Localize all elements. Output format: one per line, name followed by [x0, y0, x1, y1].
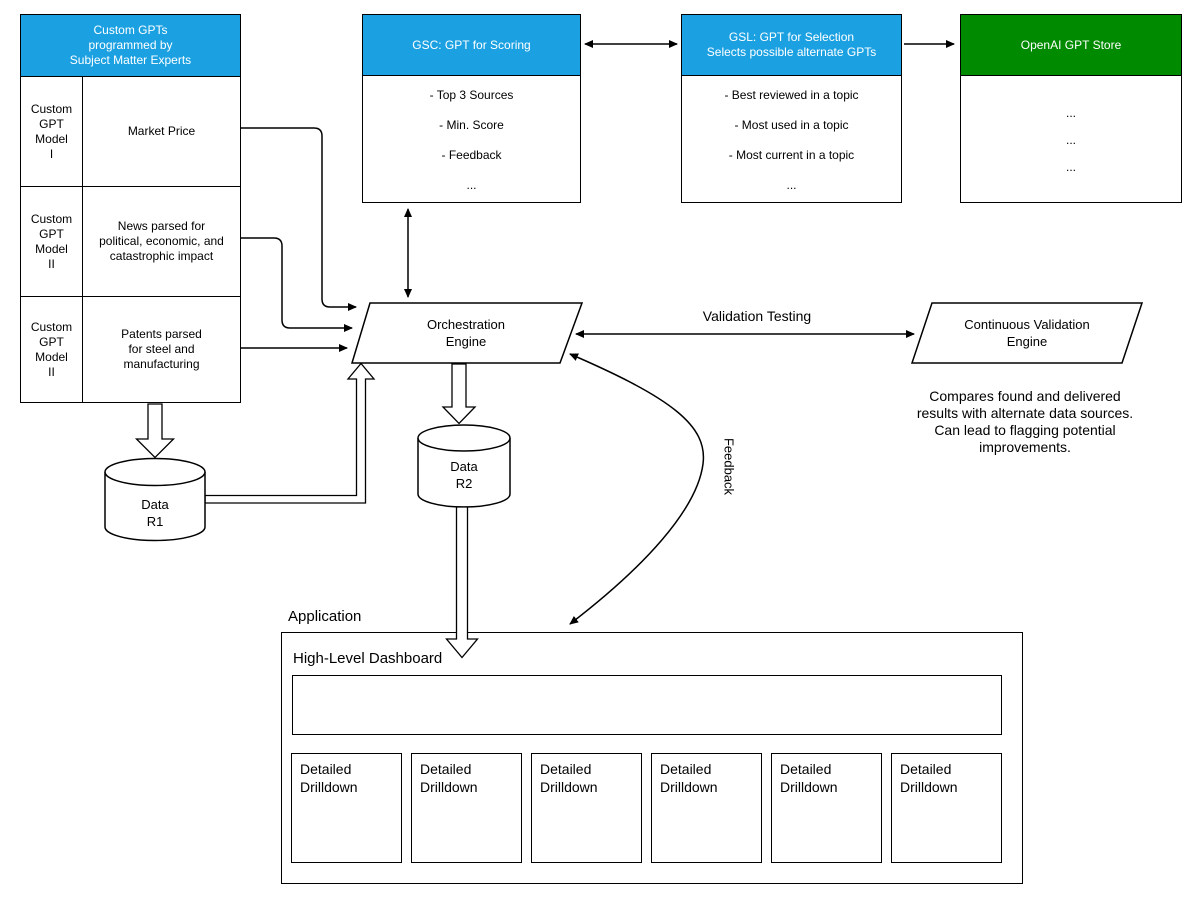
list-item: - Most used in a topic [734, 118, 849, 132]
list-item: - Top 3 Sources [429, 88, 514, 102]
list-item: - Most current in a topic [728, 148, 855, 162]
table-row: Custom GPT Model II Patents parsed for s… [21, 296, 240, 402]
gsl-selection-header: GSL: GPT for Selection Selects possible … [682, 15, 901, 76]
list-item: ... [1065, 159, 1076, 174]
data-r1-label: Data R1 [141, 497, 169, 529]
dashboard-panel [292, 675, 1002, 735]
list-item: ... [786, 178, 797, 192]
drilldown-panel: Detailed Drilldown [531, 753, 642, 863]
drilldown-label: Detailed Drilldown [540, 761, 598, 795]
drilldown-panel: Detailed Drilldown [291, 753, 402, 863]
gsc-scoring-box: GSC: GPT for Scoring - Top 3 Sources - M… [362, 14, 581, 203]
gsc-scoring-header: GSC: GPT for Scoring [363, 15, 580, 76]
list-item: - Best reviewed in a topic [724, 88, 859, 102]
drilldown-panel: Detailed Drilldown [891, 753, 1002, 863]
arrow-feedback-curve [569, 353, 705, 625]
gpt-store-header: OpenAI GPT Store [961, 15, 1181, 76]
list-item: - Feedback [441, 148, 502, 162]
drilldown-label: Detailed Drilldown [780, 761, 838, 795]
list-item: - Min. Score [439, 118, 504, 132]
arrow-table-to-r1 [134, 403, 176, 459]
validation-engine-label: Continuous Validation Engine [964, 317, 1090, 349]
drilldown-panel: Detailed Drilldown [651, 753, 762, 863]
validation-engine-note: Compares found and delivered results wit… [916, 388, 1134, 455]
drilldown-label: Detailed Drilldown [660, 761, 718, 795]
gpt-store-box: OpenAI GPT Store ... ... ... [960, 14, 1182, 203]
dashboard-label: High-Level Dashboard [293, 650, 443, 667]
drilldown-panel: Detailed Drilldown [411, 753, 522, 863]
description-cell: News parsed for political, economic, and… [99, 219, 224, 263]
arrow-news-to-orchestration [241, 237, 353, 332]
custom-gpts-table: Custom GPTs programmed by Subject Matter… [20, 14, 241, 403]
table-row: Custom GPT Model II News parsed for poli… [21, 186, 240, 296]
model-cell: Custom GPT Model II [21, 187, 83, 296]
list-item: ... [1065, 105, 1076, 120]
drilldown-label: Detailed Drilldown [420, 761, 478, 795]
model-cell: Custom GPT Model II [21, 297, 83, 402]
custom-gpts-header: Custom GPTs programmed by Subject Matter… [21, 15, 240, 76]
drilldown-label: Detailed Drilldown [900, 761, 958, 795]
arrow-orchestration-to-r2 [441, 363, 477, 425]
arrow-marketprice-to-orchestration [241, 127, 357, 311]
description-cell: Patents parsed for steel and manufacturi… [121, 327, 202, 371]
application-label: Application [288, 608, 362, 625]
gsl-selection-title: GSL: GPT for Selection Selects possible … [706, 30, 877, 59]
gpt-store-title: OpenAI GPT Store [1020, 37, 1122, 52]
validation-testing-label: Validation Testing [702, 308, 812, 324]
data-r2-label: Data R2 [450, 459, 478, 491]
drilldown-label: Detailed Drilldown [300, 761, 358, 795]
gsc-scoring-title: GSC: GPT for Scoring [412, 37, 531, 52]
description-cell: Market Price [127, 124, 196, 138]
model-cell: Custom GPT Model I [21, 77, 83, 186]
list-item: ... [466, 178, 477, 192]
drilldown-panel: Detailed Drilldown [771, 753, 882, 863]
feedback-label: Feedback [721, 437, 737, 496]
gsl-selection-box: GSL: GPT for Selection Selects possible … [681, 14, 902, 203]
table-row: Custom GPT Model I Market Price [21, 76, 240, 186]
list-item: ... [1065, 132, 1076, 147]
custom-gpts-header-label: Custom GPTs programmed by Subject Matter… [69, 23, 192, 67]
orchestration-engine-label: Orchestration Engine [426, 317, 506, 349]
